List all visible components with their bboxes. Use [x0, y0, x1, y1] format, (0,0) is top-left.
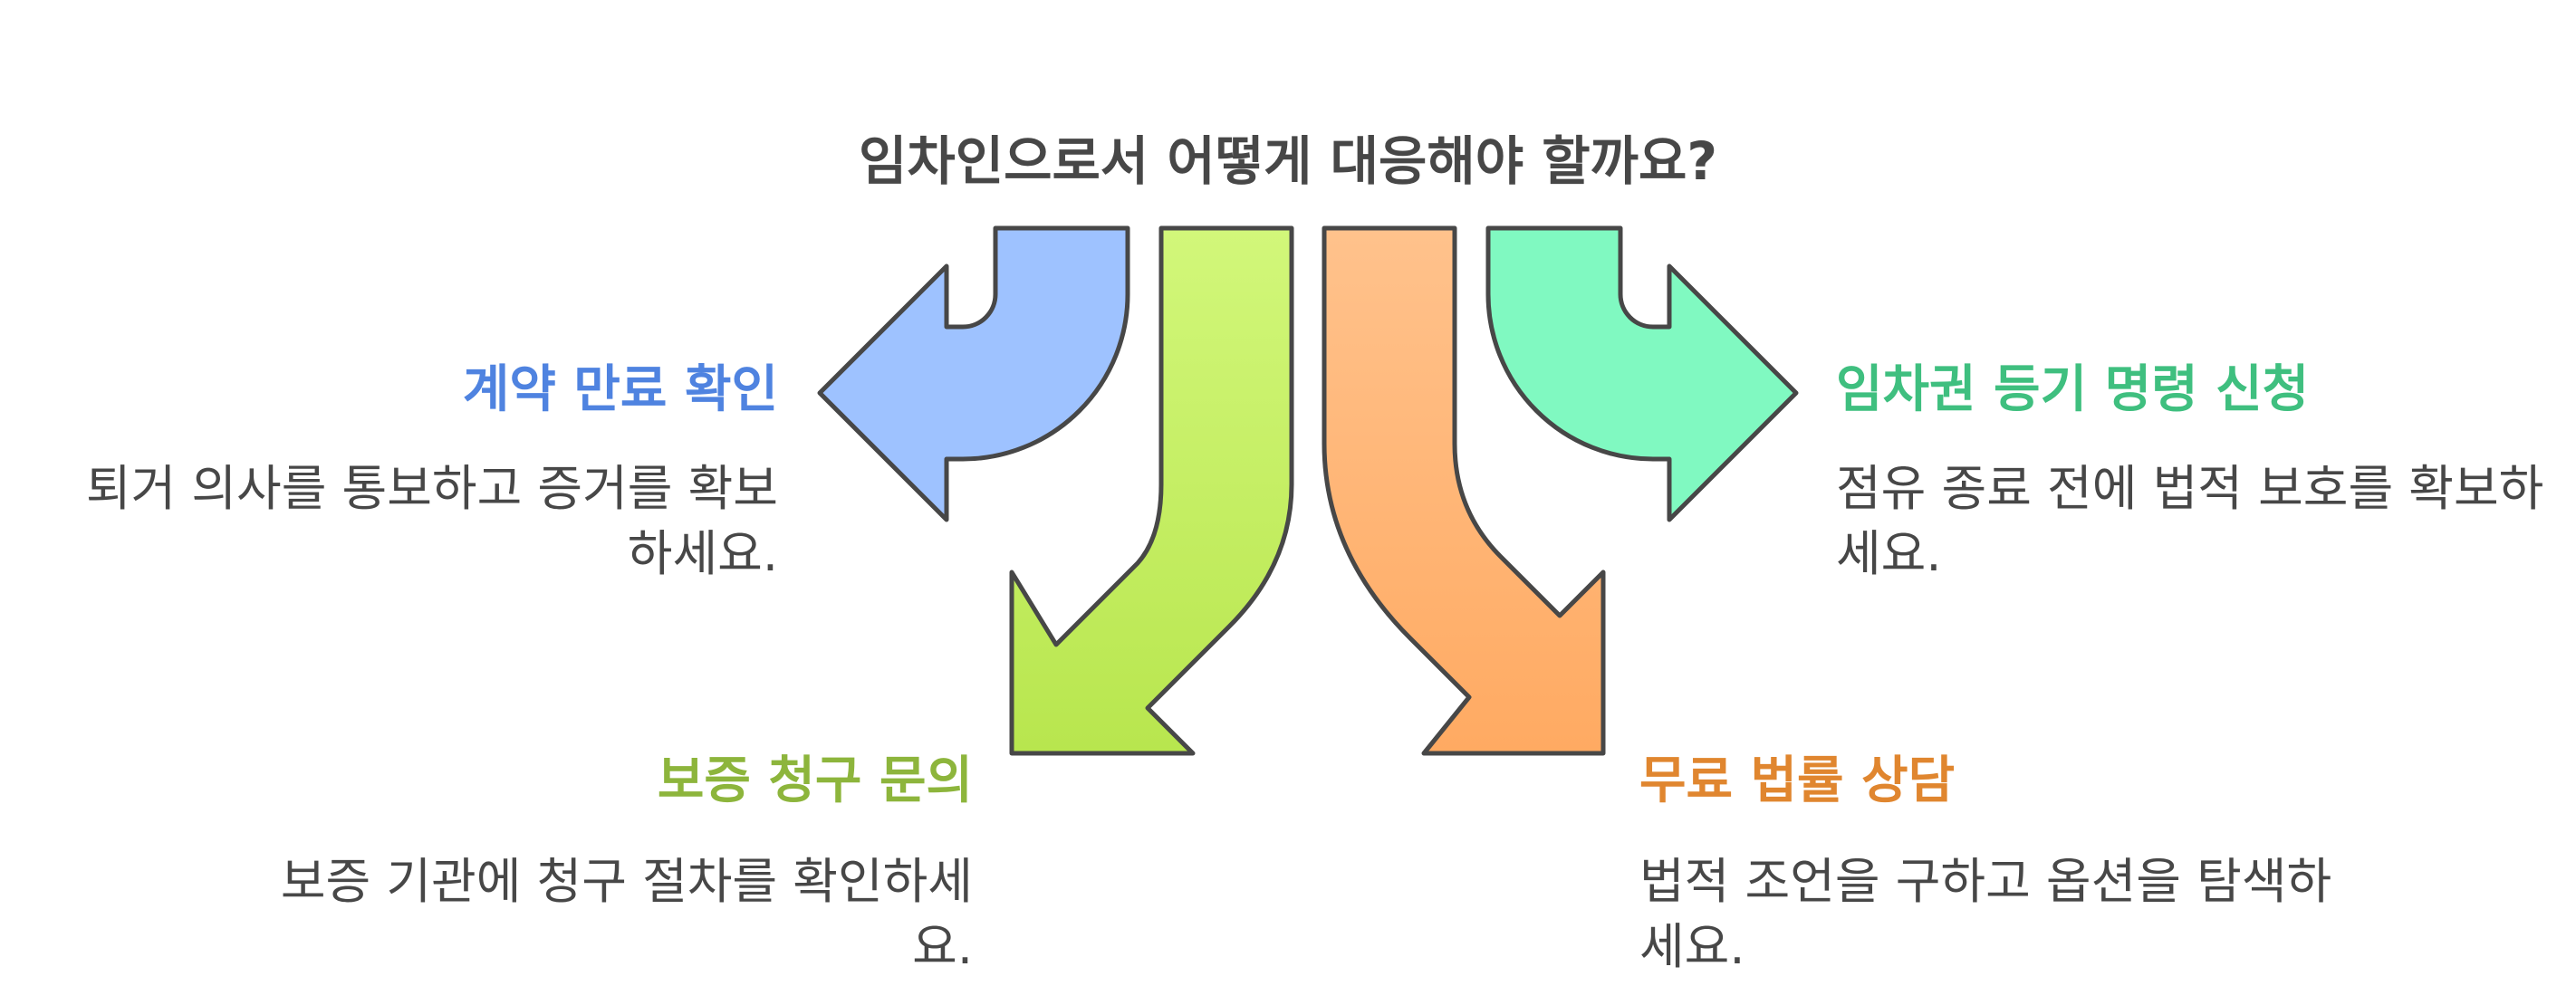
- contract-description: 퇴거 의사를 통보하고 증거를 확보하세요.: [85, 460, 778, 582]
- legal-heading: 무료 법률 상담: [1639, 751, 1956, 810]
- guarantee-heading: 보증 청구 문의: [657, 751, 973, 810]
- guarantee-arrow: [1009, 225, 1294, 756]
- guarantee-description: 보증 기관에 청구 절차를 확인하세요.: [280, 853, 973, 975]
- legal-description: 법적 조언을 구하고 옵션을 탐색하세요.: [1639, 853, 2332, 975]
- registration-heading: 임차권 등기 명령 신청: [1836, 360, 2310, 419]
- contract-arrow: [817, 225, 1130, 522]
- diagram-title: 임차인으로서 어떻게 대응해야 할까요?: [859, 130, 1717, 192]
- registration-description: 점유 종료 전에 법적 보호를 확보하세요.: [1836, 460, 2544, 582]
- legal-arrow: [1322, 225, 1606, 756]
- registration-arrow: [1485, 225, 1799, 522]
- contract-heading: 계약 만료 확인: [462, 360, 778, 419]
